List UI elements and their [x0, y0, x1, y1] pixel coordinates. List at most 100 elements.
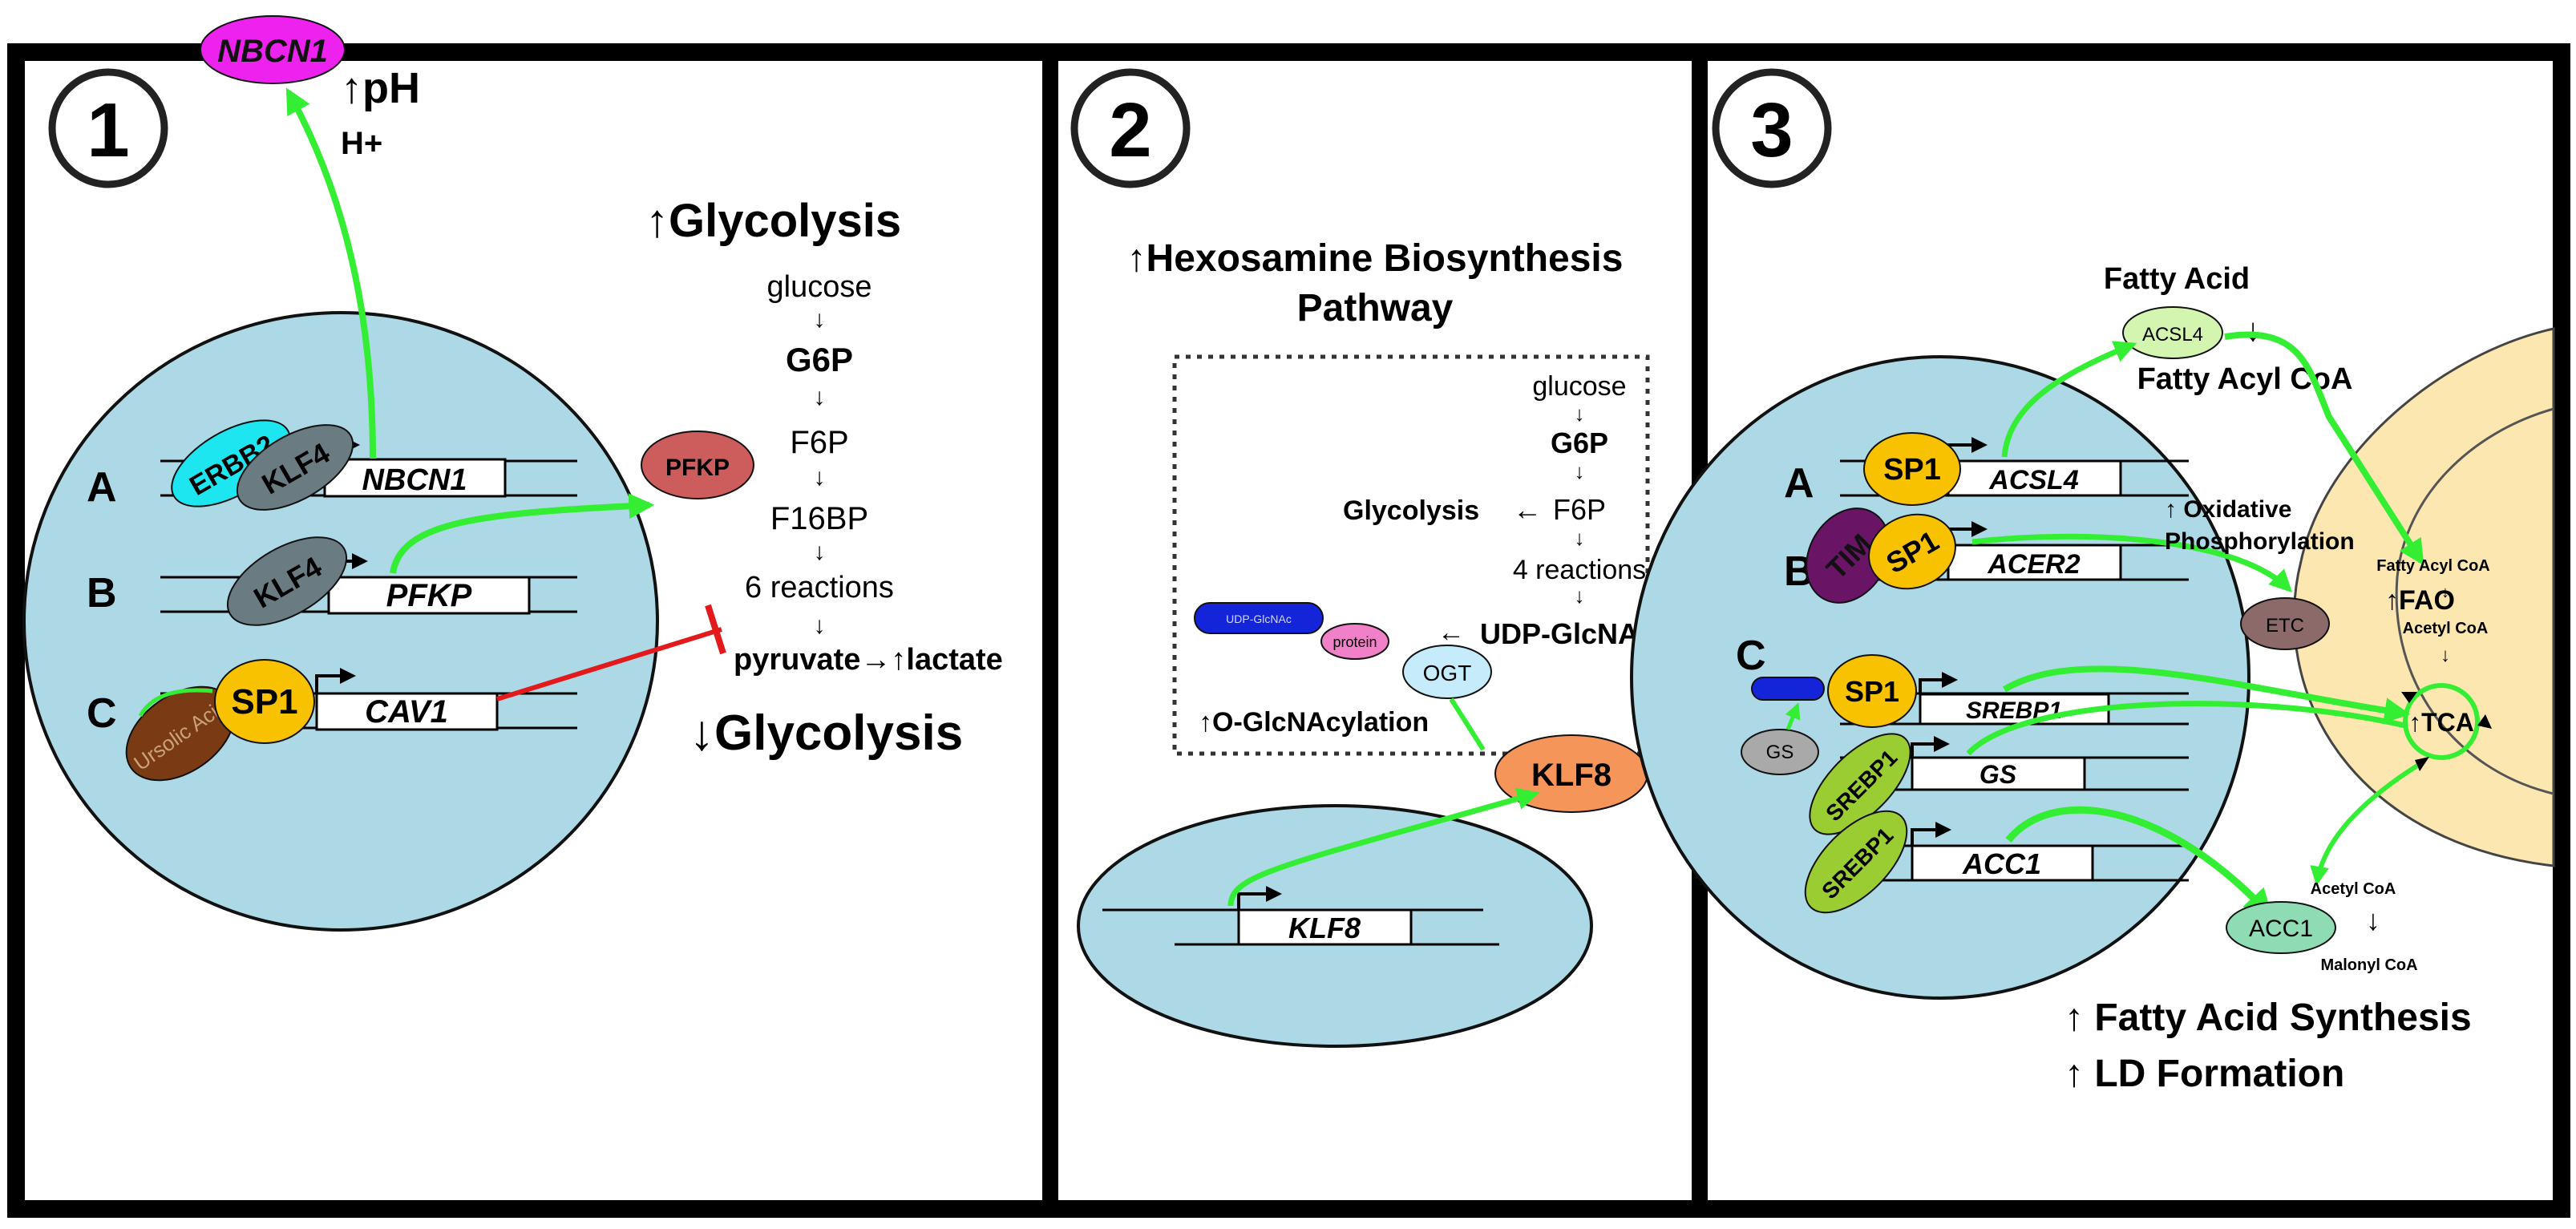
hplus-label: H+	[341, 126, 382, 161]
six-reactions: 6 reactions	[745, 571, 894, 604]
acsl4-enzyme-label: ACSL4	[2142, 324, 2203, 346]
hbp-glucose: glucose	[1532, 371, 1626, 402]
inhibition-bar	[705, 604, 726, 655]
sp1-protein-a	[1863, 432, 1961, 506]
mito-fatty-acyl-coa: Fatty Acyl CoA	[2376, 557, 2490, 575]
panel-2: 2 ↑Hexosamine Biosynthesis Pathway gluco…	[1070, 68, 1655, 1048]
etc-complex	[2240, 597, 2330, 650]
hbp-f6p: F6P	[1553, 493, 1606, 526]
hbp-glycolysis: Glycolysis	[1343, 495, 1479, 526]
gene-cav1-label: CAV1	[365, 694, 448, 730]
gene-acer2-label: ACER2	[1987, 549, 2080, 580]
row-a-label-3: A	[1784, 460, 1814, 507]
arrow: ↓	[2366, 904, 2380, 936]
mito-acetyl-coa: Acetyl CoA	[2403, 620, 2489, 637]
arrow: ↓	[2441, 645, 2450, 666]
ogt-enzyme	[1402, 645, 1492, 699]
hbp-title-line1: ↑Hexosamine Biosynthesis	[1127, 237, 1624, 280]
gene-gs-label: GS	[1980, 760, 2017, 789]
glcnac-chain-3	[1751, 677, 1825, 701]
row-c-label: C	[87, 690, 117, 737]
gene-acsl4-label: ACSL4	[1988, 465, 2079, 495]
acer2-expression-arrow	[1971, 533, 2292, 592]
pyruvate-lactate: pyruvate→↑lactate	[734, 643, 1003, 677]
panel-1-badge	[48, 68, 168, 188]
panel-3-number: 3	[1750, 87, 1793, 173]
arrow: ↓	[814, 612, 826, 639]
cell-3	[1630, 355, 2250, 1000]
figure-frame	[7, 43, 2570, 1218]
gene-klf8	[1237, 908, 1413, 946]
hbp-box	[1172, 354, 1650, 756]
hbp-udp-glcnac: UDP-GlcNAc	[1480, 617, 1655, 650]
four-reactions: 4 reactions	[1513, 555, 1646, 585]
tss-arrow	[1919, 672, 1958, 694]
tss-arrow	[1911, 736, 1950, 758]
klf8-expression-arrow	[1227, 787, 1540, 907]
udp-glcnac-chain	[1194, 602, 1324, 634]
o-glcnacylation-label: ↑O-GlcNAcylation	[1199, 707, 1429, 738]
panel-1: 1 NBCN1 ↑pH H+ A NBCN1 ERBB2 KLF4 B PFKP…	[22, 15, 1003, 932]
gene-nbcn1	[323, 458, 507, 498]
left-arrow: ←	[1438, 617, 1465, 648]
acetyl-coa: Acetyl CoA	[2311, 880, 2396, 898]
acc1-enzyme-label: ACC1	[2249, 916, 2313, 942]
protein-label: protein	[1332, 634, 1377, 650]
fatty-acid: Fatty Acid	[2104, 262, 2250, 296]
pfkp-protein	[641, 431, 754, 499]
gene-cav1	[315, 692, 499, 731]
up-glycolysis-title: ↑Glycolysis	[645, 195, 901, 247]
gs-link	[1785, 702, 1801, 730]
metabolite-f6p: F6P	[790, 425, 848, 460]
tss-arrow	[1911, 822, 1951, 846]
ursolic-sp1-link	[138, 688, 213, 718]
oxphos-line1: ↑ Oxidative	[2165, 496, 2291, 523]
tca-acetyl-export-arrow	[2310, 763, 2419, 886]
klf8-protein-label: KLF8	[1531, 758, 1612, 793]
nbcn1-expression-arrow	[285, 87, 376, 459]
left-arrow: ←	[1513, 493, 1542, 526]
gene-acc1-label: ACC1	[1962, 847, 2041, 880]
gene-pfkp-label: PFKP	[386, 578, 472, 613]
pfkp-expression-arrow	[390, 493, 655, 574]
tca-arrowhead	[2401, 692, 2417, 703]
pfkp-protein-label: PFKP	[665, 455, 730, 481]
arrow: ↓	[814, 464, 826, 491]
row-b-label: B	[87, 570, 117, 617]
acyl-coa-transport-arrow	[2224, 331, 2424, 566]
panel-3: 3 Fatty Acid ACSL4 ↓ Fatty Acyl CoA A AC…	[1630, 68, 2555, 1095]
sp1-protein	[214, 659, 315, 744]
panel-3-badge	[1712, 68, 1832, 188]
srebp1-to-tca-arrow	[2002, 665, 2411, 724]
ph-label: ↑pH	[341, 64, 420, 112]
arrow: ↓	[814, 306, 826, 333]
klf4-protein-b	[226, 536, 348, 626]
arrow: ↓	[2441, 584, 2449, 601]
panel-2-badge	[1070, 68, 1191, 188]
acc1-enzyme	[2226, 901, 2336, 954]
hbp-title-line2: Pathway	[1297, 287, 1454, 329]
ogt-label: OGT	[1423, 661, 1472, 685]
sp1-protein-b	[1868, 513, 1956, 590]
arrow: ↓	[1575, 584, 1585, 608]
mito-inner-membrane	[2395, 407, 2554, 795]
row-a-label: A	[87, 464, 117, 511]
tca-label: ↑TCA	[2408, 708, 2474, 737]
arrow: ↓	[814, 539, 826, 565]
sp1-label-a: SP1	[1883, 453, 1941, 487]
metabolite-g6p: G6P	[786, 341, 853, 378]
udp-glcnac-chain-label: UDP-GlcNAc	[1226, 612, 1292, 625]
gs-expression-arrow	[1966, 701, 2406, 756]
arrow: ↓	[814, 384, 826, 410]
row-c-label-3: C	[1736, 633, 1766, 679]
sp1-label: SP1	[231, 682, 297, 722]
arrow: ↓	[2245, 313, 2261, 348]
gene-klf8-label: KLF8	[1288, 912, 1361, 944]
acsl4-expression-arrow	[2001, 341, 2137, 458]
hbp-g6p: G6P	[1551, 427, 1608, 459]
gs-protein-label: GS	[1766, 742, 1794, 763]
ld-formation: ↑ LD Formation	[2064, 1053, 2344, 1095]
acsl4-enzyme	[2122, 306, 2223, 359]
sp1-protein-c	[1827, 654, 1917, 728]
gene-pfkp	[327, 576, 531, 615]
